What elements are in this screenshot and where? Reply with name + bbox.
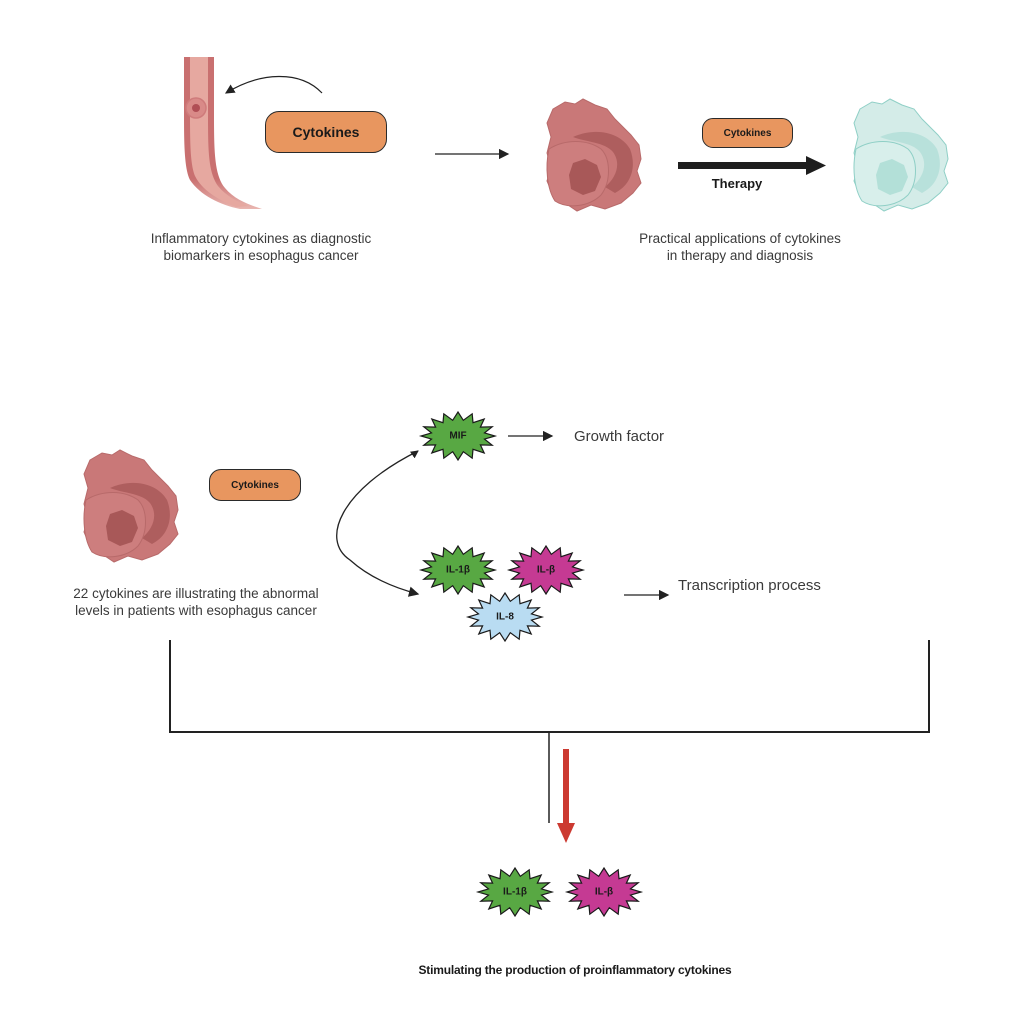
- cytokine-label-mif: MIF: [449, 430, 467, 442]
- cytokines-pill-top-left: Cytokines: [265, 111, 387, 153]
- cytokine-burst-ilb-bottom: [564, 866, 644, 918]
- cancer-cell-top: [546, 98, 642, 212]
- cytokine-burst-il1b: [418, 544, 498, 596]
- curved-split-arrow-top-head: [409, 450, 419, 459]
- cytokines-pill-top-right: Cytokines: [702, 118, 793, 148]
- esophagus-illustration: [184, 57, 262, 209]
- pill-label: Cytokines: [231, 479, 279, 491]
- cytokines-pill-middle: Cytokines: [209, 469, 301, 501]
- cytokine-burst-ilb: [506, 544, 586, 596]
- caption-top-left: Inflammatory cytokines as diagnostic bio…: [150, 231, 372, 263]
- cytokine-label-il8: IL-8: [496, 611, 514, 623]
- bracket-connector: [169, 640, 930, 823]
- pill-label: Cytokines: [292, 124, 360, 140]
- cytokine-burst-il1b-bottom: [475, 866, 555, 918]
- curved-split-arrow: [336, 450, 420, 597]
- therapy-arrow: [678, 156, 826, 175]
- curved-arrow-to-esophagus: [224, 75, 323, 94]
- cytokine-label-ilb: IL-β: [536, 564, 556, 576]
- growth-factor-label: Growth factor: [574, 428, 665, 445]
- cytokine-label-ilb-bottom: IL-β: [594, 886, 614, 898]
- red-down-arrow: [557, 749, 575, 843]
- caption-bottom: Stimulating the production of proinflamm…: [418, 963, 732, 977]
- cancer-cell-middle: [83, 449, 179, 563]
- transcription-process-label: Transcription process: [678, 577, 821, 594]
- cytokine-burst-mif: [418, 410, 498, 462]
- caption-top-right: Practical applications of cytokines in t…: [639, 231, 841, 263]
- cytokine-burst-il8: [465, 591, 545, 643]
- pill-label: Cytokines: [723, 127, 772, 139]
- cytokine-label-il1b: IL-1β: [446, 564, 470, 576]
- therapy-label: Therapy: [711, 176, 763, 191]
- healthy-cell: [853, 98, 949, 212]
- cytokine-label-il1b-bottom: IL-1β: [503, 886, 527, 898]
- caption-middle: 22 cytokines are illustrating the abnorm…: [73, 586, 319, 618]
